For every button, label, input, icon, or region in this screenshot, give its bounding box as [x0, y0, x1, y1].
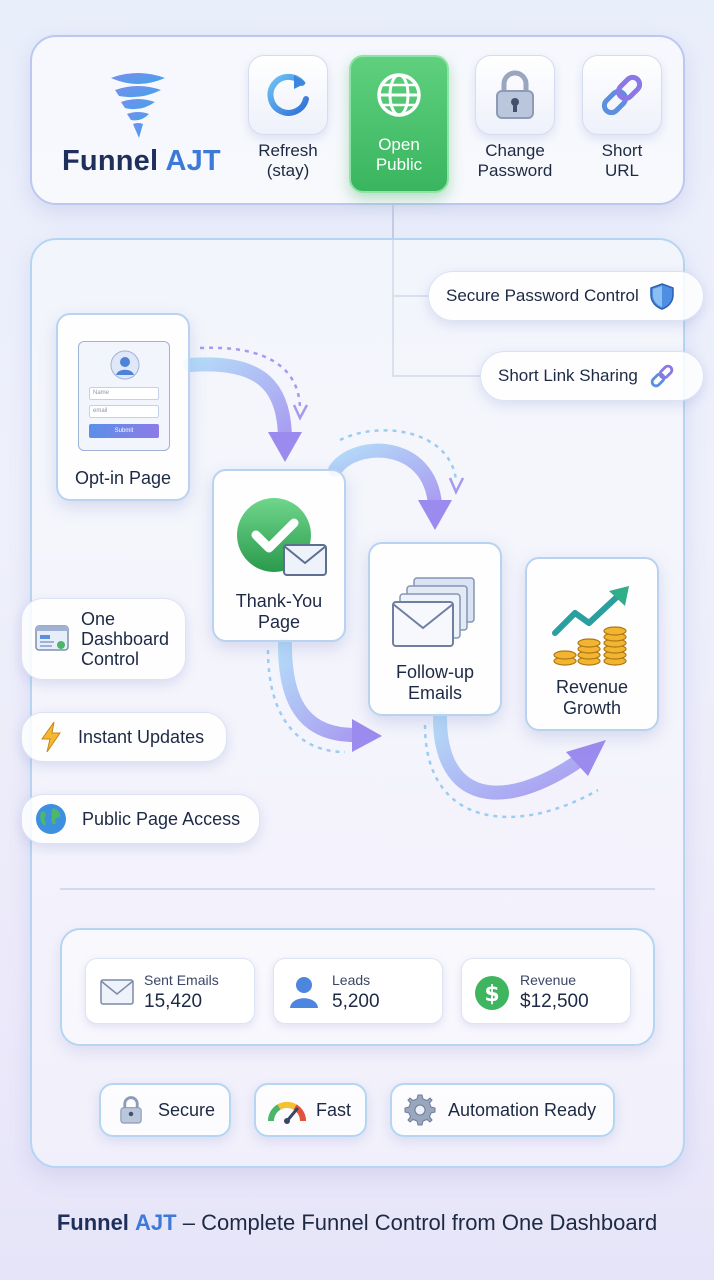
link-icon [650, 364, 674, 388]
footer-brand-funnel: Funnel [56, 1210, 129, 1235]
speedometer-icon [267, 1101, 307, 1124]
thankyou-label-1: Thank-You [235, 591, 323, 611]
badge-secure-label: Secure [158, 1099, 216, 1120]
stat-revenue-label: Revenue [520, 972, 577, 988]
earth-icon [36, 804, 66, 834]
funnel-logo-icon [111, 73, 165, 138]
lock-icon [120, 1096, 142, 1124]
section-divider [60, 888, 655, 890]
email-stack-icon [392, 577, 475, 647]
optin-form-preview: Name email Submit [78, 341, 170, 451]
followup-label-1: Follow-up [395, 662, 475, 682]
globe-icon [377, 73, 421, 117]
short-url-label-1: Short [601, 141, 643, 160]
footer-tagline-text: – Complete Funnel Control from One Dashb… [176, 1210, 658, 1235]
footer-brand-ajt: AJT [135, 1210, 177, 1235]
svg-text:$: $ [484, 982, 499, 1007]
dashboard-icon [35, 625, 69, 651]
lock-icon [496, 70, 534, 119]
stats-panel: Sent Emails 15,420 Leads 5,200 $ Revenue… [60, 928, 655, 1046]
feature-instant-updates-label: Instant Updates [78, 726, 205, 747]
refresh-label-1: Refresh [258, 141, 318, 160]
feature-instant-updates: Instant Updates [21, 712, 227, 762]
stat-sent-emails-label: Sent Emails [144, 972, 219, 988]
refresh-button[interactable]: Refresh(stay) [243, 55, 333, 193]
thankyou-label-2: Page [257, 612, 301, 632]
feature-one-dashboard: One Dashboard Control [21, 598, 186, 680]
brand-word-ajt: AJT [165, 145, 221, 177]
stat-leads: Leads 5,200 [273, 958, 443, 1024]
stat-revenue-value: $12,500 [520, 991, 589, 1012]
feature-public-access: Public Page Access [21, 794, 260, 844]
mail-icon [100, 979, 134, 1005]
callout-secure-password-label: Secure Password Control [446, 286, 639, 305]
user-icon [110, 350, 140, 380]
short-url-label-2: URL [604, 161, 639, 180]
stat-sent-emails-value: 15,420 [144, 991, 203, 1012]
followup-emails-card[interactable]: Follow-up Emails [368, 542, 502, 716]
thankyou-page-card[interactable]: Thank-You Page [212, 469, 346, 642]
callout-short-link: Short Link Sharing [480, 351, 704, 401]
feature-dashboard-label-1: One [81, 609, 116, 629]
stat-revenue: $ Revenue $12,500 [461, 958, 631, 1024]
revenue-label-1: Revenue [555, 677, 629, 697]
shield-icon [650, 283, 674, 310]
refresh-label-2: (stay) [266, 161, 310, 180]
callout-short-link-label: Short Link Sharing [498, 366, 638, 385]
stat-leads-value: 5,200 [332, 991, 380, 1012]
feature-public-access-label: Public Page Access [82, 808, 241, 829]
badge-fast-label: Fast [316, 1099, 352, 1120]
feature-dashboard-label-2: Dashboard [81, 629, 170, 649]
open-label-2: Public [375, 155, 423, 174]
revenue-growth-card[interactable]: Revenue Growth [525, 557, 659, 731]
feature-dashboard-label-3: Control [81, 649, 140, 669]
dollar-icon: $ [475, 976, 509, 1010]
badge-automation-ready: Automation Ready [390, 1083, 615, 1137]
callout-secure-password: Secure Password Control [428, 271, 704, 321]
gear-icon [404, 1094, 436, 1126]
password-label-2: Password [477, 161, 553, 180]
link-icon [601, 74, 643, 116]
user-icon [290, 977, 318, 1008]
footer-tagline: Funnel AJT – Complete Funnel Control fro… [0, 1210, 714, 1236]
password-label-1: Change [485, 141, 545, 160]
revenue-coins-icon [552, 586, 629, 666]
optin-page-card[interactable]: Name email Submit Opt-in Page [56, 313, 190, 501]
lightning-icon [41, 721, 61, 753]
badge-secure: Secure [99, 1083, 231, 1137]
submit-button[interactable]: Submit [89, 424, 159, 438]
optin-page-label: Opt-in Page [74, 468, 172, 488]
stat-leads-label: Leads [332, 972, 371, 988]
email-field[interactable]: email [89, 405, 159, 418]
checkmark-icon [237, 498, 327, 576]
brand-word-funnel: Funnel [62, 145, 159, 177]
refresh-icon [267, 73, 309, 116]
brand-name: Funnel AJT [62, 145, 222, 178]
name-field[interactable]: Name [89, 387, 159, 400]
revenue-label-2: Growth [562, 698, 622, 718]
badge-automation-label: Automation Ready [448, 1099, 597, 1120]
stat-sent-emails: Sent Emails 15,420 [85, 958, 255, 1024]
badge-fast: Fast [254, 1083, 367, 1137]
open-label-1: Open [378, 135, 420, 154]
followup-label-2: Emails [407, 683, 462, 703]
